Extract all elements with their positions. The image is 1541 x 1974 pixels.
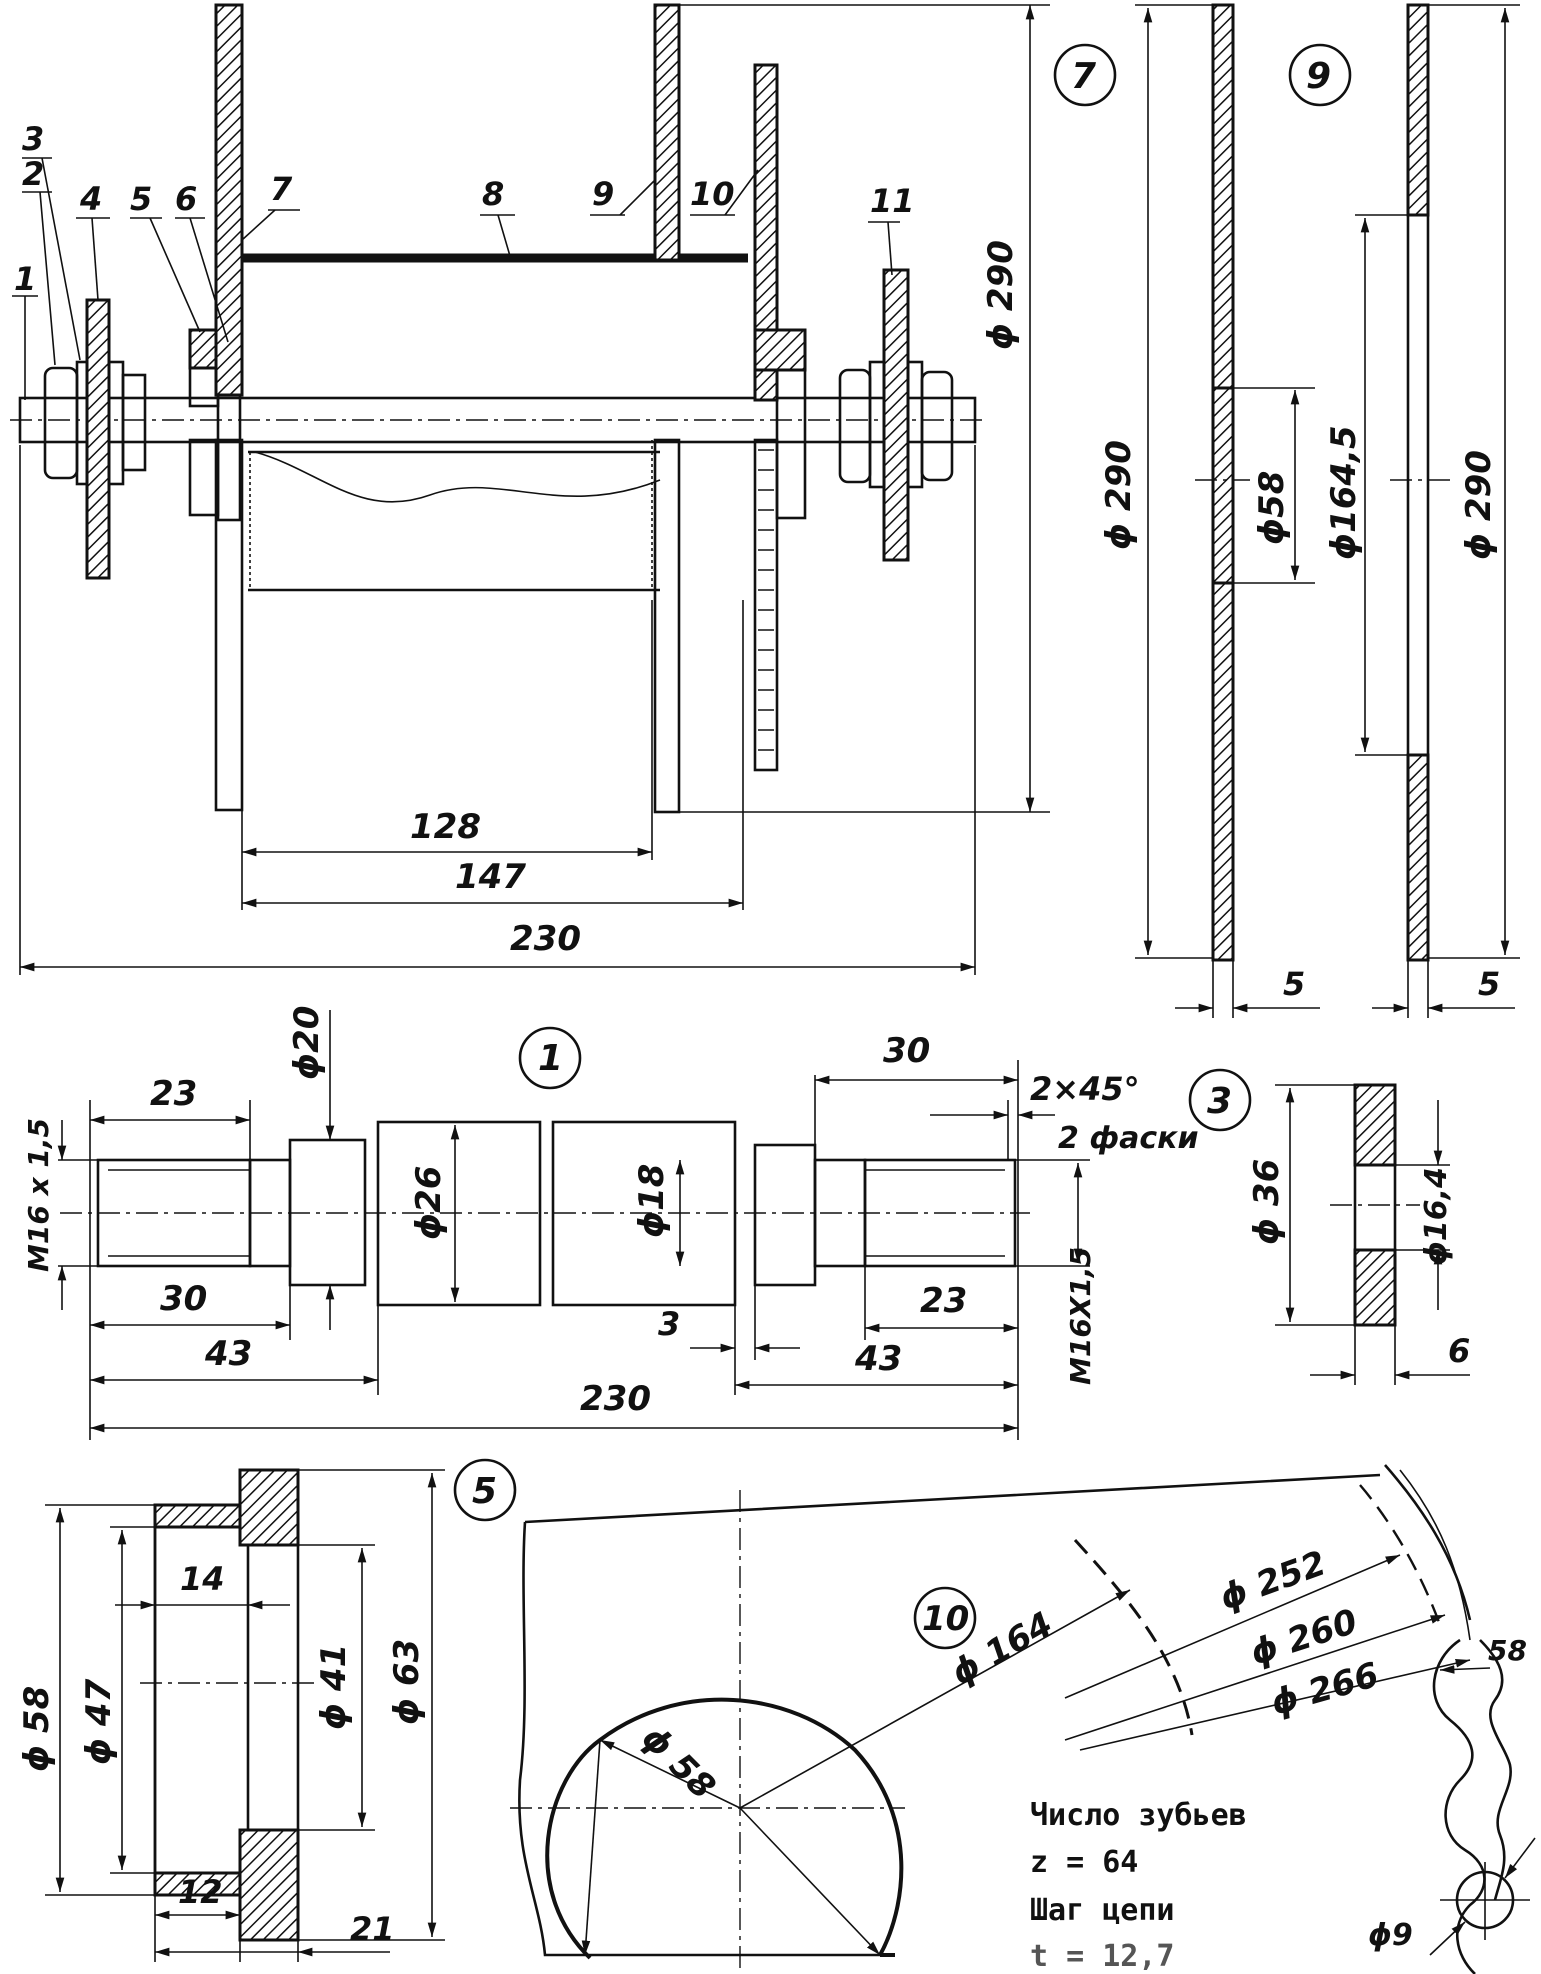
part-7-number: 7 — [1071, 56, 1096, 97]
part-5-number: 5 — [472, 1471, 497, 1512]
hub-phi47: ϕ 47 — [79, 1678, 119, 1765]
label-7: 7 — [270, 170, 293, 208]
part-labels: 1 2 3 4 5 6 7 8 9 10 11 — [12, 120, 915, 400]
hub-dim-14: 14 — [180, 1560, 225, 1598]
note-pitch-value: t = 12,7 — [1030, 1939, 1175, 1974]
dim-147: 147 — [455, 857, 526, 897]
part-1-shaft: 1 23 30 43 230 ϕ20 ϕ26 ϕ18 — [22, 1006, 1199, 1440]
washer-phi164: ϕ16,4 — [1419, 1167, 1454, 1265]
label-5: 5 — [130, 180, 152, 218]
part-9-thickness: 5 — [1478, 965, 1500, 1003]
washer-phi36: ϕ 36 — [1247, 1159, 1287, 1245]
part-10-sprocket: 10 ϕ 58 ϕ 164 ϕ 252 ϕ 260 ϕ 266 ϕ9 — [510, 1464, 1536, 1974]
part-5-hub: 5 ϕ 58 ϕ 47 ϕ 41 ϕ 63 14 12 — [17, 1458, 517, 1962]
part-3-number: 3 — [1207, 1081, 1232, 1122]
part-9-phi58: ϕ58 — [1252, 471, 1292, 545]
shaft-phi26: ϕ26 — [409, 1166, 449, 1240]
label-6: 6 — [175, 180, 197, 218]
hub-phi58: ϕ 58 — [17, 1686, 57, 1772]
hub-phi41: ϕ 41 — [314, 1644, 354, 1730]
label-8: 8 — [482, 175, 504, 213]
shaft-dim-23-left: 23 — [150, 1074, 197, 1114]
part-7-phi290: ϕ 290 — [1099, 440, 1139, 550]
part-10-number: 10 — [922, 1599, 969, 1639]
part-9-view: 9 ϕ58 ϕ164,5 ϕ 290 5 — [1211, 3, 1520, 1018]
note-teeth-label: Число зубьев — [1030, 1798, 1247, 1833]
sprocket-r58: 58 — [1488, 1634, 1527, 1667]
label-4: 4 — [79, 180, 102, 218]
washer-thickness: 6 — [1448, 1332, 1470, 1370]
shaft-thread-right: M16X1,5 — [1064, 1247, 1097, 1385]
shaft-dim-43-left: 43 — [204, 1334, 252, 1374]
hub-dim-12: 12 — [178, 1873, 223, 1911]
label-10: 10 — [690, 175, 735, 213]
shaft-dim-3: 3 — [658, 1305, 680, 1343]
dim-phi290: ϕ 290 — [981, 240, 1021, 350]
assembly-view: 1 2 3 4 5 6 7 8 9 10 11 — [10, 3, 1050, 975]
label-9: 9 — [592, 175, 614, 213]
note-teeth-value: z = 64 — [1030, 1845, 1138, 1880]
label-11: 11 — [870, 182, 915, 220]
part-3-washer: 3 ϕ 36 ϕ16,4 6 — [1188, 1068, 1470, 1385]
part-9-phi290: ϕ 290 — [1459, 450, 1499, 560]
shaft-dim-43-right: 43 — [854, 1339, 902, 1379]
label-1: 1 — [14, 260, 36, 298]
shaft-dim-30-left: 30 — [160, 1279, 207, 1319]
shaft-phi18: ϕ18 — [632, 1164, 672, 1238]
shaft-dim-230: 230 — [580, 1379, 651, 1419]
part-9-number: 9 — [1306, 56, 1331, 97]
shaft-chamfer-note: 2 фаски — [1058, 1121, 1199, 1156]
shaft-dim-23-right: 23 — [920, 1281, 967, 1321]
part-7-thickness: 5 — [1283, 965, 1305, 1003]
shaft-chamfer-size: 2×45° — [1030, 1070, 1140, 1108]
part-9-phi164: ϕ164,5 — [1324, 425, 1364, 560]
dim-128: 128 — [410, 807, 481, 847]
sprocket-phi266: ϕ 266 — [1266, 1655, 1383, 1724]
shaft-thread-left: M16 x 1,5 — [22, 1118, 55, 1272]
part-1-number: 1 — [538, 1038, 563, 1079]
note-pitch-label: Шаг цепи — [1030, 1893, 1175, 1928]
hub-phi63: ϕ 63 — [387, 1639, 427, 1725]
sprocket-phi9: ϕ9 — [1368, 1918, 1413, 1953]
dim-230: 230 — [510, 919, 581, 959]
sprocket-phi252: ϕ 252 — [1214, 1543, 1331, 1618]
label-2: 2 — [22, 155, 44, 193]
hub-dim-21: 21 — [350, 1910, 395, 1948]
assembly-dimensions: 128 147 230 ϕ 290 — [19, 4, 1050, 975]
shaft-dim-30-right: 30 — [883, 1031, 930, 1071]
label-3: 3 — [22, 120, 44, 158]
shaft-phi20: ϕ20 — [287, 1006, 327, 1080]
